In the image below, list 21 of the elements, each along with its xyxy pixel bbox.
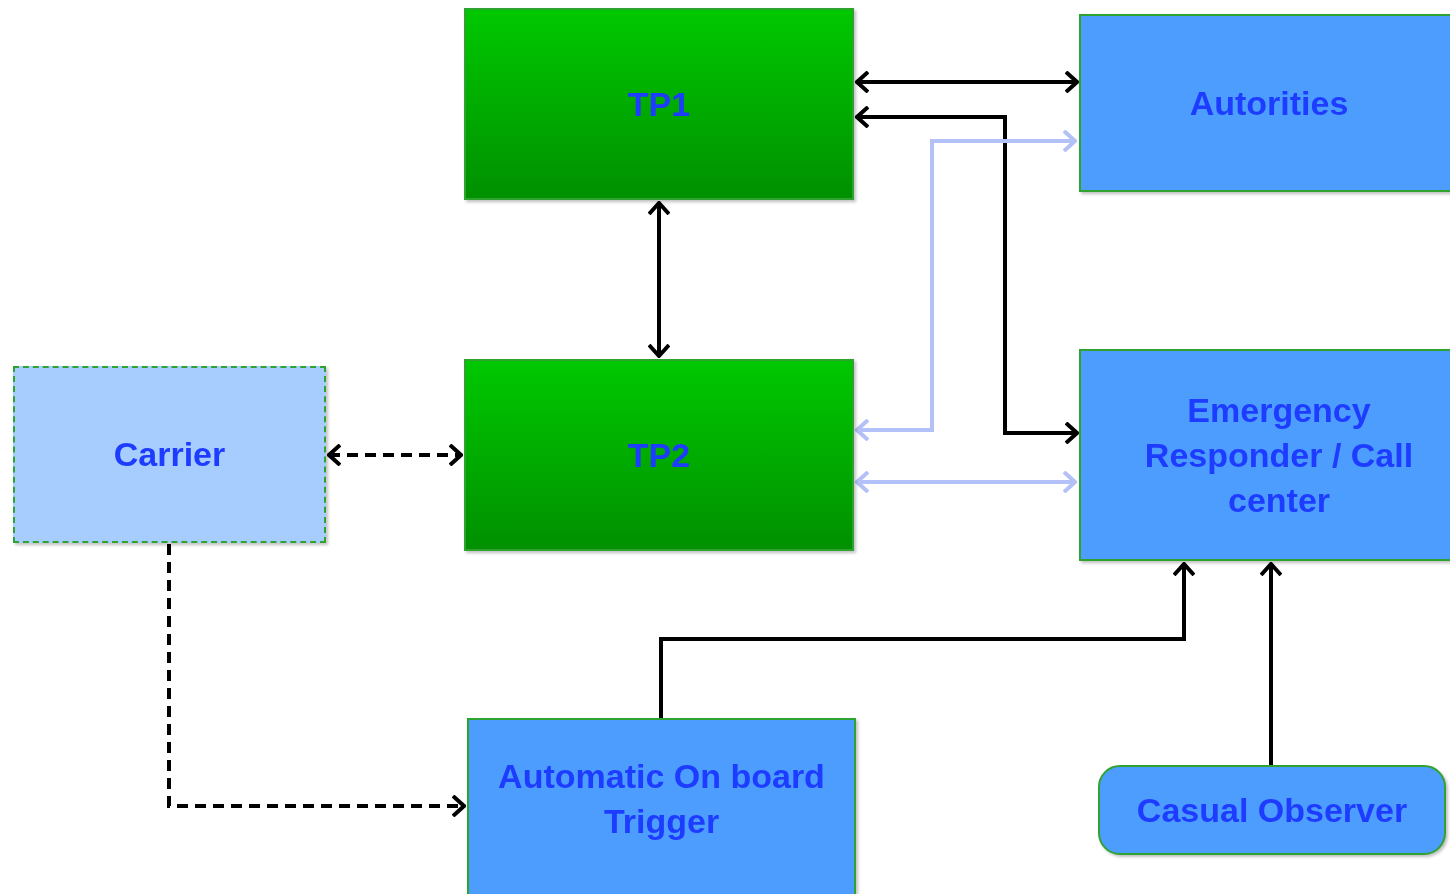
node-label: Carrier [113, 434, 226, 475]
node-label: Emergency Responder / Call center [1143, 389, 1415, 521]
arrow [1259, 562, 1283, 765]
arrow [327, 443, 463, 467]
node-label: TP2 [627, 434, 691, 476]
process-box [464, 8, 854, 200]
process-box [13, 366, 326, 543]
process-box [467, 718, 856, 894]
arrow [647, 201, 671, 358]
node-label: TP1 [627, 83, 691, 125]
arrow [855, 470, 1077, 494]
node-label: Autorities [1189, 82, 1349, 124]
process-box [464, 359, 854, 551]
process-box [1079, 14, 1450, 192]
process-box [1079, 349, 1450, 561]
node-label: Automatic On board Trigger [497, 756, 826, 842]
terminal-box [1098, 765, 1446, 855]
arrow [659, 562, 1196, 718]
node-label: Casual Observer [1136, 789, 1408, 831]
arrow [855, 70, 1079, 94]
arrow [167, 544, 466, 818]
